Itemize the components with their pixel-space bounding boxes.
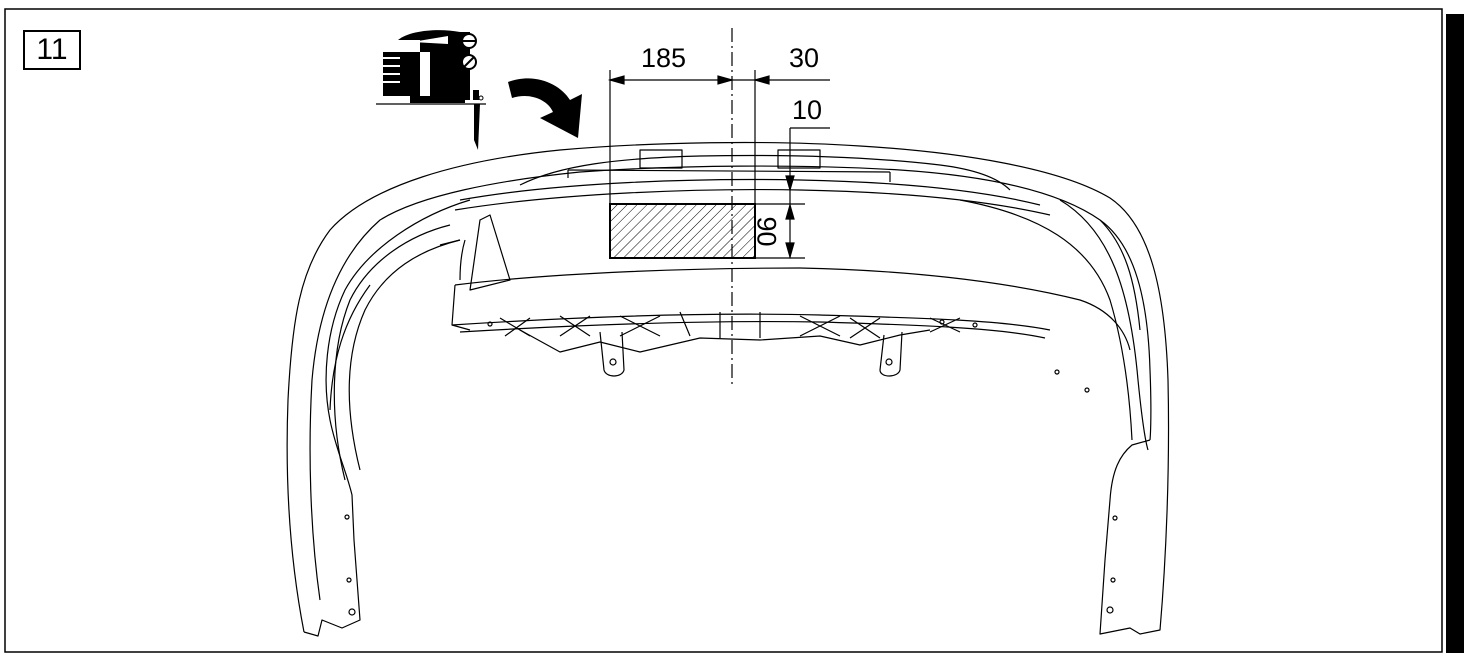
cutout-area: [609, 203, 756, 259]
dimension-offset-top: 10: [792, 95, 823, 125]
bumper-drawing: [286, 141, 1170, 637]
step-number: 11: [23, 30, 81, 70]
dimension-width-left: 185: [641, 43, 687, 73]
dimension-width-right: 30: [789, 43, 820, 73]
curved-arrow-icon: [508, 78, 582, 138]
outer-frame: [4, 8, 1443, 653]
dimension-lines: [607, 70, 830, 260]
dimension-height: 90: [751, 216, 782, 247]
jigsaw-icon: [376, 28, 486, 150]
right-edge-bar: [1446, 14, 1464, 653]
